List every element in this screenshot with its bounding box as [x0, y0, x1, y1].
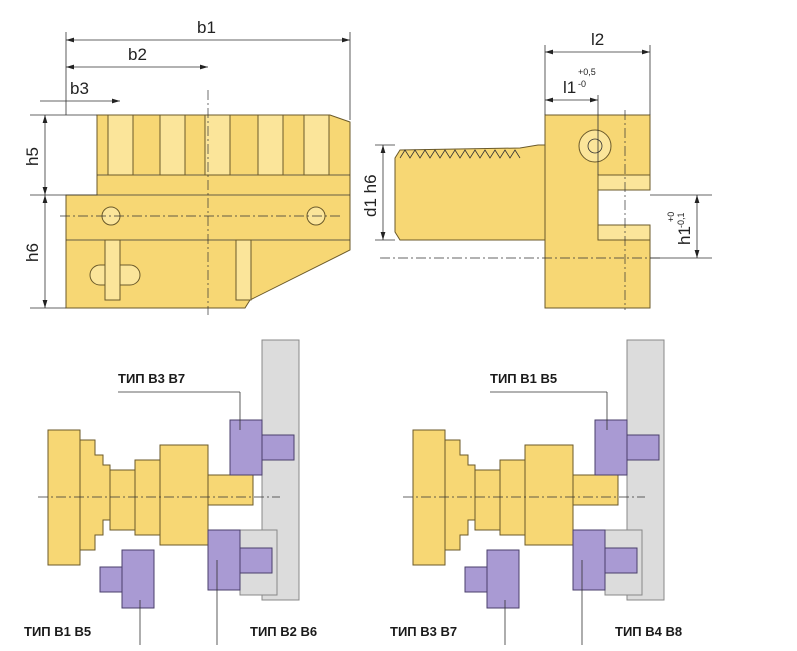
label-left-bottom-left: ТИП B1 B5 — [24, 624, 91, 639]
dim-d1: d1 h6 — [361, 174, 380, 217]
label-left-top: ТИП B3 B7 — [118, 371, 185, 386]
scheme-left: ТИП B3 B7 ТИП B1 B5 ТИП B2 B6 — [24, 339, 317, 645]
dim-h5: h5 — [23, 147, 42, 166]
front-view-dimensions: b1 b2 b3 h5 h6 — [23, 18, 351, 309]
label-right-bottom-right: ТИП B4 B8 — [615, 624, 682, 639]
scheme-right: ТИП B1 B5 ТИП B3 B7 ТИП B4 B8 — [390, 339, 682, 645]
dim-l1-tol-upper: +0,5 — [578, 67, 596, 77]
label-left-bottom-right: ТИП B2 B6 — [250, 624, 317, 639]
front-view-holder — [60, 90, 351, 315]
dim-l1-tol-lower: -0 — [578, 79, 586, 89]
dim-b2: b2 — [128, 45, 147, 64]
label-right-bottom-left: ТИП B3 B7 — [390, 624, 457, 639]
dim-l2: l2 — [591, 30, 604, 49]
dim-h1: h1 — [675, 226, 694, 245]
dim-h6: h6 — [23, 243, 42, 262]
side-view-dimensions: l2 l1 +0,5 -0 d1 h6 h1 +0 -0,1 — [361, 30, 712, 259]
dim-b3: b3 — [70, 79, 89, 98]
label-right-top: ТИП B1 B5 — [490, 371, 557, 386]
dim-h1-tol-lower: -0,1 — [676, 212, 686, 228]
side-view-holder — [380, 110, 660, 310]
dim-h1-tol-upper: +0 — [666, 212, 676, 222]
dim-b1: b1 — [197, 18, 216, 37]
dim-l1: l1 — [563, 78, 576, 97]
